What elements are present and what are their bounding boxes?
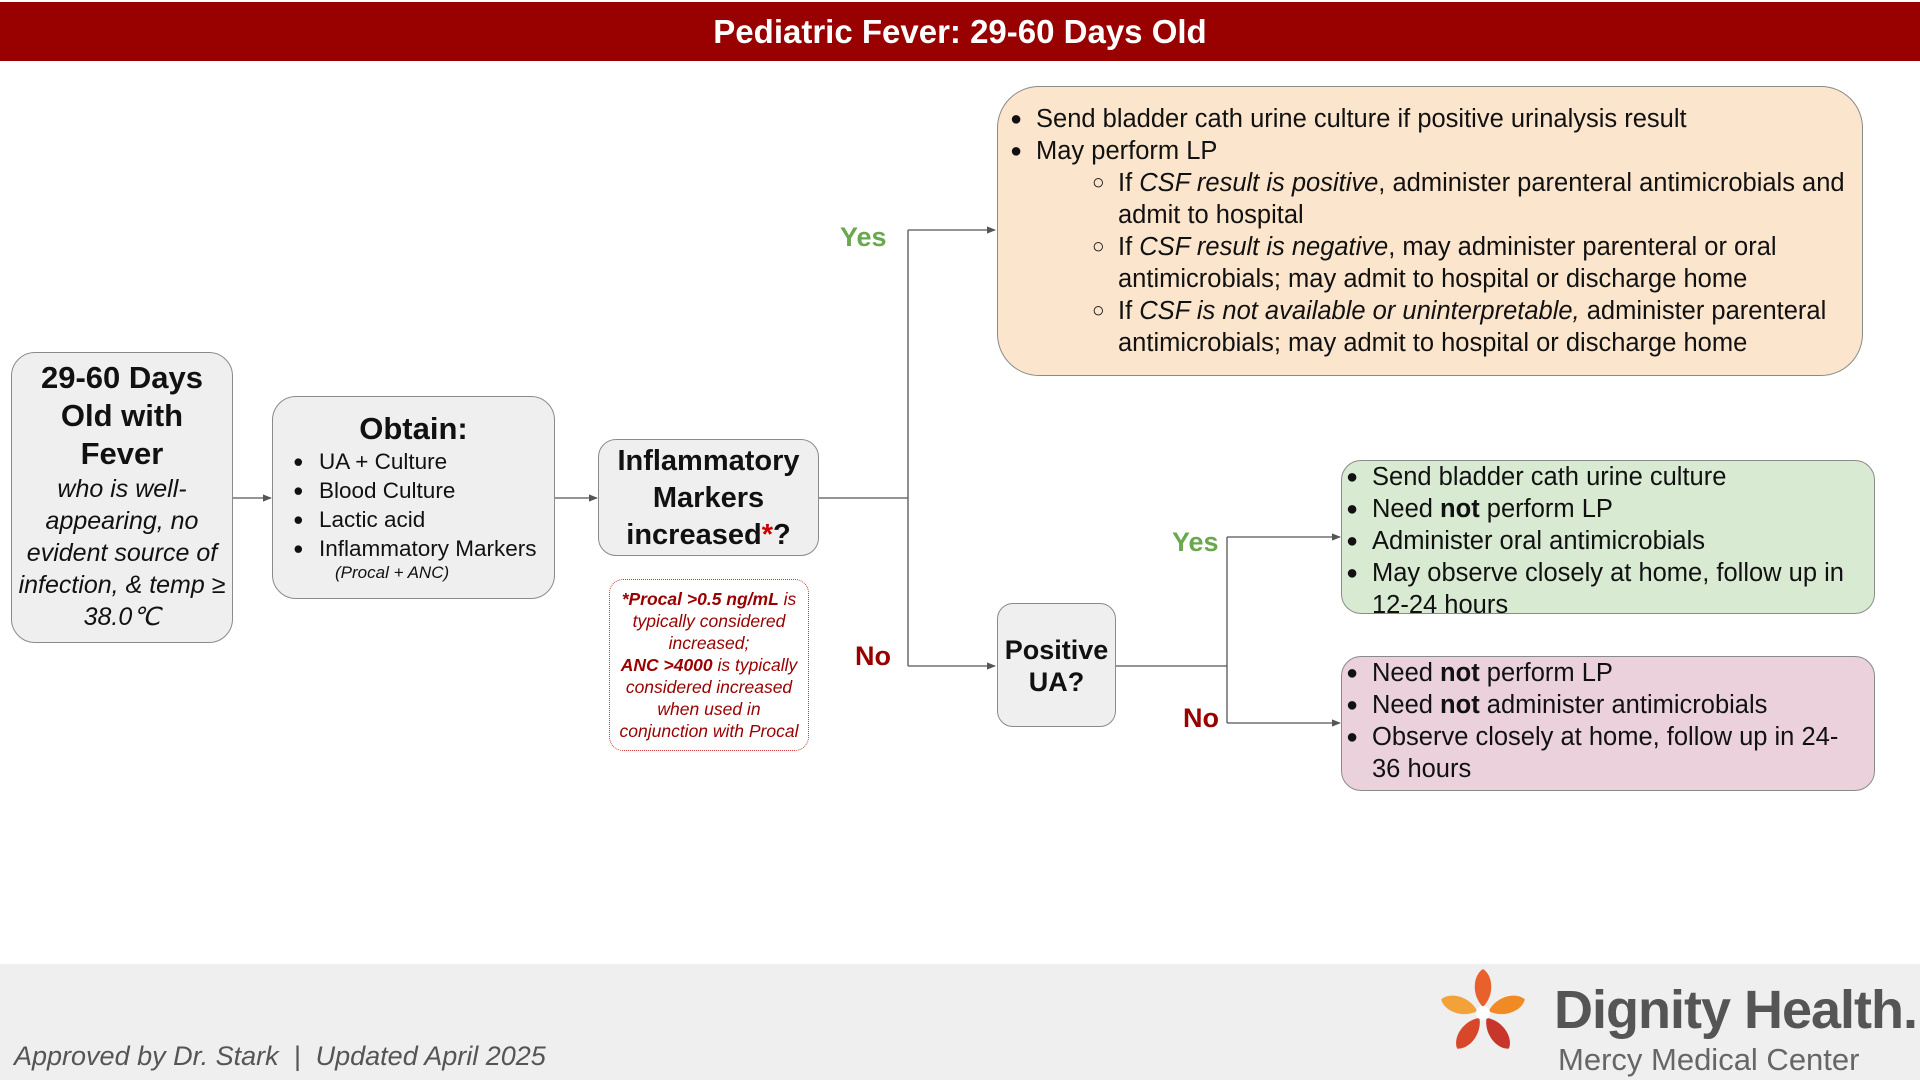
list-item-post: perform LP	[1479, 659, 1613, 687]
markers-line2: Markers	[652, 482, 765, 514]
page-title: Pediatric Fever: 29-60 Days Old	[0, 2, 1920, 61]
list-item: Need not administer antimicrobials	[1346, 689, 1866, 721]
ua-line1: Positive	[1004, 635, 1109, 665]
obtain-list: UA + Culture Blood Culture Lactic acid I…	[293, 447, 554, 563]
ua-yes-label: Yes	[1172, 527, 1219, 557]
markers-yes-list: Send bladder cath urine culture if posit…	[1010, 103, 1850, 359]
obtain-subnote: (Procal + ANC)	[335, 563, 450, 582]
procal-text: is typically considered increased;	[632, 589, 797, 653]
list-item: Send bladder cath urine culture if posit…	[1010, 103, 1850, 135]
sub-item-emphasis: CSF result is negative	[1139, 233, 1389, 261]
list-item-pre: Need	[1372, 495, 1441, 523]
sub-item-emphasis: CSF is not available or uninterpretable,	[1139, 297, 1580, 325]
sub-item-post: administer parenteral antimicrobials; ma…	[1118, 297, 1827, 357]
list-item-bold: not	[1440, 691, 1480, 719]
markers-yes-outcome: Send bladder cath urine culture if posit…	[997, 86, 1863, 376]
ua-question-node: Positive UA?	[997, 603, 1116, 727]
ua-line2: UA?	[1028, 667, 1085, 697]
list-item-bold: not	[1440, 659, 1480, 687]
sub-item-post: , may administer parenteral or oral anti…	[1118, 233, 1777, 293]
sub-item-pre: If	[1118, 297, 1140, 325]
logo-subtitle: Mercy Medical Center	[1558, 1042, 1860, 1077]
list-item: Lactic acid	[293, 505, 554, 534]
sub-item: If CSF result is positive, administer pa…	[1092, 167, 1850, 231]
start-node: 29-60 Days Old with Fever who is well-ap…	[11, 352, 233, 643]
dignity-health-logo-icon	[1441, 969, 1525, 1049]
sub-item-pre: If	[1118, 169, 1140, 197]
sub-item-post: , administer parenteral antimicrobials a…	[1118, 169, 1845, 229]
start-heading: 29-60 Days Old with Fever	[40, 360, 203, 471]
list-item: Need not perform LP	[1346, 493, 1866, 525]
sub-item-emphasis: CSF result is positive	[1139, 169, 1379, 197]
footer-band	[0, 964, 1920, 1080]
procal-threshold: *Procal >0.5 ng/mL	[621, 589, 779, 609]
asterisk-mark: *	[761, 519, 773, 551]
question-mark: ?	[773, 519, 791, 551]
markers-yes-label: Yes	[840, 222, 887, 252]
markers-footnote: *Procal >0.5 ng/mL is typically consider…	[609, 579, 809, 751]
list-item: Send bladder cath urine culture	[1346, 461, 1866, 493]
ua-no-list: Need not perform LP Need not administer …	[1346, 657, 1866, 785]
obtain-heading: Obtain:	[359, 411, 468, 446]
list-item: Observe closely at home, follow up in 24…	[1346, 721, 1866, 785]
sub-item: If CSF result is negative, may administe…	[1092, 231, 1850, 295]
list-item: Administer oral antimicrobials	[1346, 525, 1866, 557]
markers-line1: Inflammatory	[617, 445, 800, 477]
list-item: Need not perform LP	[1346, 657, 1866, 689]
logo-name: Dignity Health.	[1554, 980, 1918, 1040]
markers-no-label: No	[855, 641, 891, 671]
list-item-text: May perform LP	[1036, 137, 1218, 165]
csf-sublist: If CSF result is positive, administer pa…	[1036, 167, 1850, 359]
obtain-node: Obtain: UA + Culture Blood Culture Lacti…	[272, 396, 555, 599]
start-description: who is well-appearing, no evident source…	[18, 475, 226, 631]
list-item: Inflammatory Markers	[293, 534, 554, 563]
list-item: Blood Culture	[293, 476, 554, 505]
approval-note: Approved by Dr. Stark | Updated April 20…	[14, 1041, 546, 1071]
list-item: May observe closely at home, follow up i…	[1346, 557, 1866, 621]
list-item-post: perform LP	[1479, 495, 1613, 523]
sub-item: If CSF is not available or uninterpretab…	[1092, 295, 1850, 359]
list-item-pre: Need	[1372, 659, 1441, 687]
sub-item-pre: If	[1118, 233, 1140, 261]
list-item-post: administer antimicrobials	[1479, 691, 1768, 719]
list-item: UA + Culture	[293, 447, 554, 476]
ua-yes-outcome: Send bladder cath urine culture Need not…	[1341, 460, 1875, 619]
list-item-pre: Need	[1372, 691, 1441, 719]
ua-no-outcome: Need not perform LP Need not administer …	[1341, 656, 1875, 791]
ua-yes-list: Send bladder cath urine culture Need not…	[1346, 461, 1866, 621]
anc-threshold: ANC >4000	[620, 655, 713, 675]
ua-no-label: No	[1183, 703, 1219, 733]
anc-text: is typically considered increased when u…	[619, 655, 799, 741]
list-item: May perform LP If CSF result is positive…	[1010, 135, 1850, 359]
markers-question-node: Inflammatory Markers increased*?	[598, 439, 819, 556]
list-item-bold: not	[1440, 495, 1480, 523]
markers-line3: increased	[626, 519, 762, 551]
